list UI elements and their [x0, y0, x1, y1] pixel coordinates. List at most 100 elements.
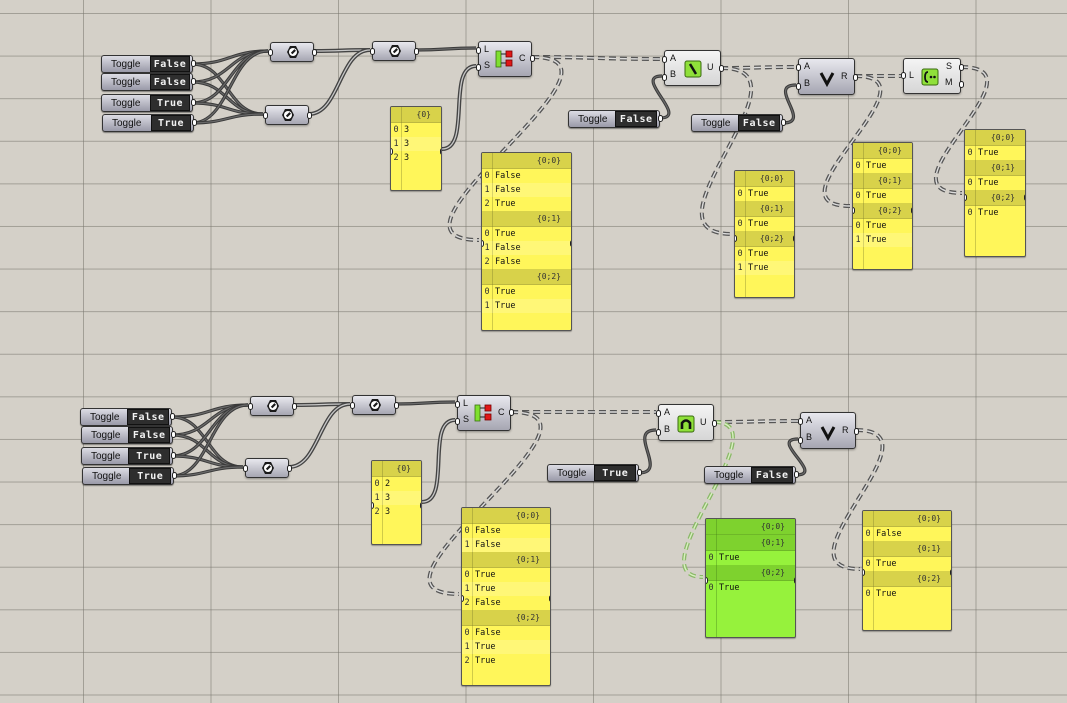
output-port[interactable] [191, 78, 196, 85]
output-port[interactable] [171, 452, 176, 459]
input-port-b[interactable] [798, 437, 803, 444]
input-port-b[interactable] [796, 83, 801, 90]
mass-addition-component[interactable] [350, 395, 399, 415]
toggle-value[interactable]: True [151, 115, 191, 131]
input-port-l[interactable] [455, 401, 460, 408]
output-port[interactable] [170, 413, 175, 420]
toggle-value[interactable]: True [150, 95, 190, 111]
toggle-value[interactable]: False [127, 409, 169, 425]
input-port[interactable] [863, 569, 865, 576]
input-port[interactable] [965, 194, 967, 201]
list-length-component[interactable] [268, 42, 317, 62]
output-port[interactable] [171, 431, 176, 438]
input-port[interactable] [462, 595, 464, 602]
output-port-c[interactable] [509, 409, 514, 416]
input-port[interactable] [372, 502, 374, 509]
input-port-b[interactable] [662, 74, 667, 81]
output-port[interactable] [854, 427, 859, 435]
output-port[interactable] [549, 595, 550, 602]
output-port[interactable] [312, 49, 317, 56]
output-port[interactable] [287, 465, 292, 472]
input-port-s[interactable] [476, 64, 481, 71]
output-port-c[interactable] [530, 55, 535, 62]
input-port[interactable] [853, 207, 855, 214]
output-port[interactable] [658, 115, 663, 122]
output-port[interactable] [1024, 194, 1025, 201]
toggle-value[interactable]: False [128, 427, 170, 443]
output-port[interactable] [440, 148, 441, 155]
input-port-l[interactable] [476, 47, 481, 54]
list-length-component[interactable] [243, 458, 292, 478]
input-port[interactable] [268, 49, 273, 56]
toggle-value[interactable]: True [594, 465, 636, 481]
output-port[interactable] [794, 577, 795, 584]
output-port[interactable] [794, 471, 799, 478]
list-length-component[interactable] [263, 105, 312, 125]
output-port[interactable] [570, 240, 571, 247]
output-port[interactable] [712, 419, 717, 427]
output-port[interactable] [191, 99, 196, 106]
toggle-value[interactable]: True [129, 468, 171, 484]
input-port[interactable] [263, 112, 268, 119]
mass-addition-component[interactable] [370, 41, 419, 61]
input-port[interactable] [482, 240, 484, 247]
input-port-s[interactable] [455, 418, 460, 425]
input-port-a[interactable] [656, 410, 661, 417]
output-port-s[interactable] [959, 64, 964, 71]
input-port[interactable] [350, 402, 355, 409]
list-length-component[interactable] [248, 396, 297, 416]
output-port[interactable] [781, 119, 786, 126]
output-port[interactable] [420, 502, 421, 509]
input-port[interactable] [370, 48, 375, 55]
input-port[interactable] [735, 235, 737, 242]
input-port-a[interactable] [796, 64, 801, 71]
toggle-value[interactable]: True [128, 448, 170, 464]
toggle-value[interactable]: False [615, 111, 657, 127]
toggle-value[interactable]: False [738, 115, 780, 131]
input-port-a[interactable] [798, 418, 803, 425]
input-port-b[interactable] [656, 429, 661, 436]
input-port[interactable] [391, 148, 393, 155]
output-port-m[interactable] [959, 81, 964, 88]
toggle-value[interactable]: False [751, 467, 793, 483]
output-port[interactable] [719, 65, 724, 72]
input-port-a[interactable] [662, 56, 667, 63]
input-port[interactable] [248, 403, 253, 410]
output-port[interactable] [292, 403, 297, 410]
output-port[interactable] [911, 207, 912, 214]
output-port[interactable] [950, 569, 951, 576]
output-port[interactable] [793, 235, 794, 242]
output-port[interactable] [191, 60, 196, 67]
input-port[interactable] [243, 465, 248, 472]
output-port[interactable] [394, 402, 399, 409]
input-port[interactable] [706, 577, 708, 584]
toggle-value[interactable]: False [150, 56, 190, 72]
toggle-value[interactable]: False [150, 74, 190, 90]
output-port[interactable] [307, 112, 312, 119]
